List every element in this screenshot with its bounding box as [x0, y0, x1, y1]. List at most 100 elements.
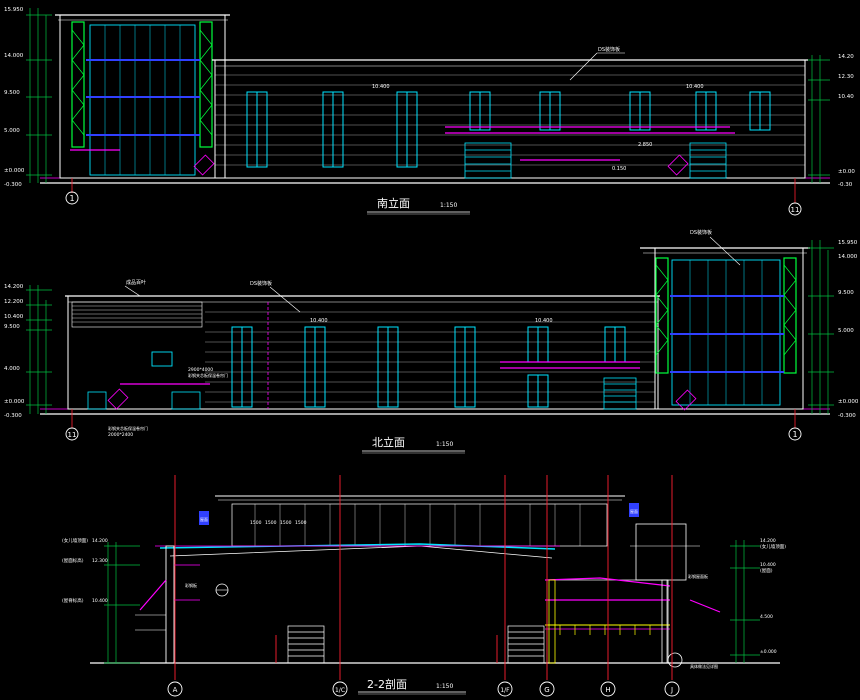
level-label: 12.30	[838, 74, 854, 80]
section-clerestory: 1500 1500 1500 1500	[215, 495, 625, 547]
section-left-wall: 彩钢板	[135, 545, 229, 664]
section-rolling-doors	[287, 625, 545, 664]
grid-axis-label: 1/F	[500, 687, 510, 694]
section-grid-lines	[174, 475, 673, 680]
grid-axis-bubble	[600, 681, 616, 697]
north-rolling-doors	[87, 377, 637, 410]
level-label: 14.200	[92, 538, 108, 544]
south-tower	[55, 14, 230, 179]
level-label: 14.000	[4, 53, 24, 59]
level-note: (屋面)	[760, 568, 773, 574]
level-label: 12.200	[4, 299, 24, 305]
south-left-dimension-chain	[26, 8, 52, 183]
north-tower: DS装饰板	[640, 229, 810, 411]
level-label: 15.950	[838, 240, 858, 246]
drawing-title: 2-2剖面	[367, 677, 407, 691]
north-elevation: 14.200 12.200 10.400 9.500 4.000 ±0.000 …	[4, 229, 859, 454]
level-label: -0.300	[838, 413, 856, 419]
level-label: 10.400	[92, 598, 108, 604]
callout-label: DS装饰板	[250, 280, 272, 287]
level-label: 12.300	[92, 558, 108, 564]
level-label: ±0.000	[760, 649, 777, 655]
south-windows	[246, 91, 771, 168]
north-left-level-labels: 14.200 12.200 10.400 9.500 4.000 ±0.000 …	[4, 284, 25, 419]
grid-axis-bubble	[332, 681, 348, 697]
level-label: 14.200	[4, 284, 24, 290]
callout-label: 彩钢板	[185, 582, 197, 588]
callout-label: 彩钢屋面板	[688, 573, 708, 579]
grid-axis-bubble	[788, 427, 802, 441]
callout-label: 成品百叶	[126, 279, 146, 286]
dimension-label: 1500	[295, 520, 307, 526]
roof-tag	[629, 503, 639, 517]
level-label: 4.500	[760, 614, 773, 620]
level-label: 0.150	[612, 166, 626, 172]
grid-axis-label: H	[605, 686, 610, 694]
roof-tag	[199, 511, 209, 525]
grid-axis-bubble	[664, 681, 680, 697]
grid-axis-label: 1/C	[335, 687, 345, 694]
detail-bubble	[667, 652, 683, 668]
level-label: 9.500	[838, 290, 854, 296]
dimension-label: 1500	[280, 520, 292, 526]
section-roof	[155, 543, 560, 559]
grid-axis-label: 11	[791, 206, 800, 214]
roof-tag-label: 屋面	[200, 516, 208, 522]
level-note: (女儿墙顶面)	[62, 537, 88, 544]
grid-axis-bubble	[65, 427, 79, 441]
level-label: ±0.000	[4, 399, 25, 405]
level-label: -0.300	[4, 182, 22, 188]
grid-axis-label: 1	[792, 430, 797, 439]
note-dimension: 2000*2400	[108, 432, 133, 438]
level-label: 14.20	[838, 54, 854, 60]
section-red-ticks	[275, 635, 498, 663]
level-label: 2.850	[638, 142, 652, 148]
level-label: 10.400	[535, 318, 553, 324]
level-label: 15.950	[4, 7, 24, 13]
grid-axis-label: A	[173, 686, 178, 694]
roof-tag-label: 屋面	[630, 508, 638, 514]
callout-label: DS装饰板	[690, 229, 712, 236]
south-left-level-labels: 15.950 14.000 9.500 5.000 ±0.000 -0.300	[4, 7, 25, 188]
level-label: -0.300	[4, 413, 22, 419]
level-label: 10.400	[310, 318, 328, 324]
note-dimension: 2900*4000	[188, 367, 213, 373]
section-right-dimension-chain	[730, 540, 760, 663]
grid-axis-bubble	[167, 681, 183, 697]
level-label: 14.200	[760, 538, 776, 544]
section-grid-bubbles: A 1/C 1/F G H J	[167, 681, 680, 697]
level-note: (女儿墙顶面)	[760, 543, 786, 550]
level-label: ±0.000	[838, 399, 859, 405]
level-label: 10.400	[372, 84, 390, 90]
drawing-scale: 1:150	[440, 202, 457, 209]
level-label: ±0.000	[4, 168, 25, 174]
level-note: (屋脊标高)	[62, 597, 84, 604]
level-label: ±0.00	[838, 169, 855, 175]
grid-axis-label: G	[544, 686, 549, 694]
south-main-body: DS装饰板 10.400 10.400 2.850 0.150	[193, 46, 808, 179]
level-label: -0.30	[838, 182, 853, 188]
level-label: 4.000	[4, 366, 20, 372]
grid-axis-bubble	[788, 202, 802, 216]
drawing-scale: 1:150	[436, 683, 453, 690]
level-label: 10.400	[686, 84, 704, 90]
south-elevation: 15.950 14.000 9.500 5.000 ±0.000 -0.300	[4, 7, 855, 216]
grid-axis-label: 11	[68, 431, 77, 439]
callout-label: 具体做法见详图	[690, 663, 718, 669]
level-label: 10.400	[760, 562, 776, 568]
section-left-level-labels: 14.200 (女儿墙顶面) 12.300 (屋面标高) 10.400 (屋脊标…	[62, 537, 108, 604]
callout-label: DS装饰板	[598, 46, 620, 53]
section-2-2: 1500 1500 1500 1500 彩钢板	[62, 475, 786, 697]
level-note: (屋面标高)	[62, 557, 84, 564]
level-label: 5.000	[838, 328, 854, 334]
level-label: 10.40	[838, 94, 854, 100]
level-label: 9.500	[4, 324, 20, 330]
section-right-level-labels: 14.200 (女儿墙顶面) 10.400 (屋面) 4.500 ±0.000	[760, 538, 786, 655]
level-label: 9.500	[4, 90, 20, 96]
grid-axis-label: J	[670, 686, 673, 694]
north-right-dimension-chain	[808, 240, 834, 414]
dimension-label: 1500	[265, 520, 277, 526]
note-text: 彩钢夹芯板保温卷帘门	[108, 425, 148, 431]
level-label: 10.400	[4, 314, 24, 320]
